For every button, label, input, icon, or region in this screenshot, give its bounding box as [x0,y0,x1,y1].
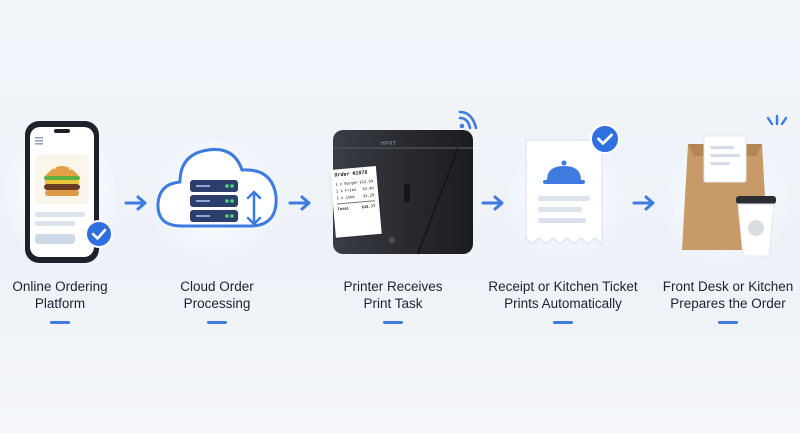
ding-icon [766,114,788,126]
step-4-label: Receipt or Kitchen Ticket Prints Automat… [488,279,638,311]
arrow-right-icon [124,195,147,211]
step-1-underline [50,321,70,324]
arrow-right-icon [288,195,311,211]
printer-brand-label: HPRT [381,141,397,147]
takeout-bag-icon [682,135,776,257]
wifi-signal-icon [458,110,478,130]
checkmark-badge-icon [590,124,620,154]
smartphone-icon [25,121,99,263]
step-4-underline [553,321,573,324]
receipt-order-number: Order #1078 [334,169,368,179]
arrow-right-icon [632,195,655,211]
printed-receipt: Order #1078 1 x Burger$12.99 1 x Fries$3… [330,165,382,238]
cloud-server-icon [156,147,278,228]
step-1-label: Online Ordering Platform [12,279,108,311]
step-5-underline [718,321,738,324]
step-3-underline [383,321,403,324]
kitchen-ticket-icon [525,139,603,246]
step-2-label: Cloud Order Processing [180,279,254,311]
step-5-label: Front Desk or Kitchen Prepares the Order [662,279,794,311]
checkmark-badge-icon [85,220,113,248]
arrow-right-icon [481,195,504,211]
step-3-label: Printer Receives Print Task [343,279,443,311]
receipt-total-row: Total$18.77 [337,203,376,212]
step-2-underline [207,321,227,324]
receipt-row: 1 x Coke$2.29 [336,192,375,201]
